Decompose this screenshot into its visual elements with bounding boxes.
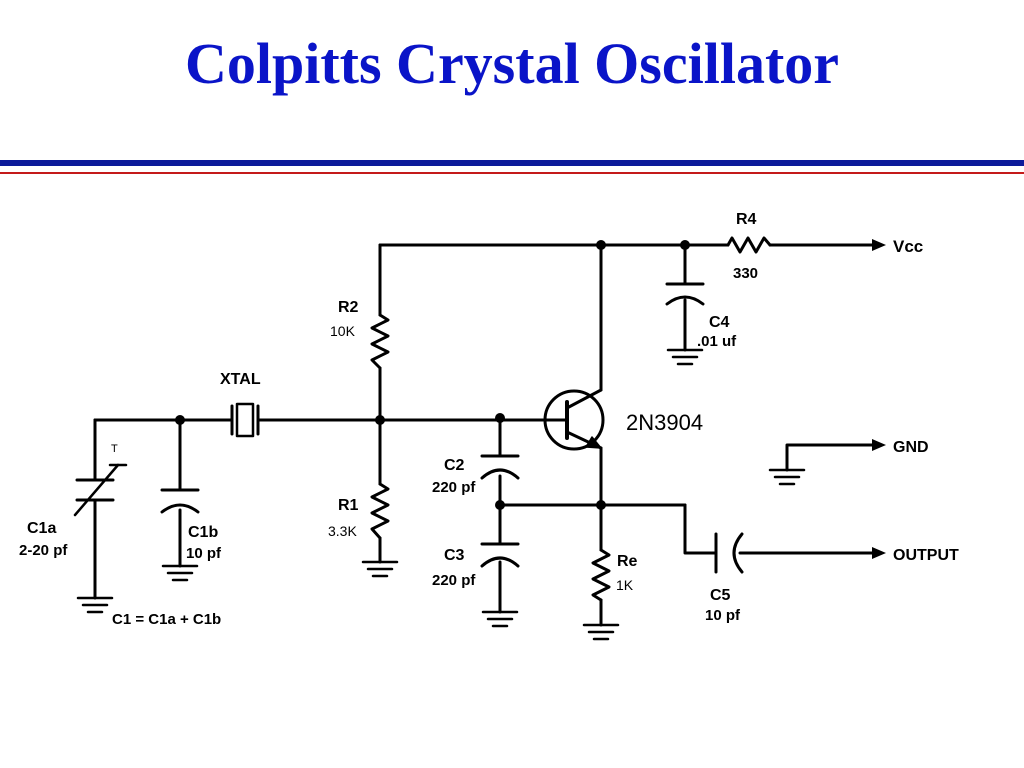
c5-name: C5	[710, 587, 731, 604]
gnd-label: GND	[893, 439, 929, 456]
c2-name: C2	[444, 457, 465, 474]
title-rule-blue	[0, 160, 1024, 166]
c2-capacitor	[480, 454, 520, 480]
r1-resistor	[370, 482, 390, 540]
re-resistor	[591, 548, 611, 602]
c2-value: 220 pf	[432, 479, 476, 496]
xtal-crystal	[226, 402, 260, 438]
ground-re-icon	[582, 623, 620, 641]
q1-transistor-2n3904	[541, 388, 605, 451]
ground-c3-icon	[481, 610, 519, 628]
r4-resistor	[726, 236, 772, 254]
ground-symbols	[76, 348, 806, 641]
c1b-value: 10 pf	[186, 545, 222, 562]
vcc-label: Vcc	[893, 237, 923, 256]
junction-dots	[175, 240, 690, 510]
ground-r1-icon	[361, 560, 399, 578]
output-arrow-icon	[872, 547, 886, 559]
gnd-arrow-icon	[872, 439, 886, 451]
terminal-arrows	[872, 239, 886, 559]
vcc-arrow-icon	[872, 239, 886, 251]
labels: R4 330 Vcc C4 .01 uf R2 10K XTAL 2N3904 …	[19, 211, 959, 628]
r1-name: R1	[338, 497, 359, 514]
c5-value: 10 pf	[705, 607, 741, 624]
c1a-value: 2-20 pf	[19, 542, 68, 559]
c1b-capacitor	[160, 488, 200, 514]
c3-name: C3	[444, 547, 465, 564]
c1b-name: C1b	[188, 524, 218, 541]
c1a-trim-label: T	[111, 443, 118, 455]
title-rule-red	[0, 172, 1024, 174]
c5-capacitor	[714, 532, 744, 574]
c4-name: C4	[709, 314, 730, 331]
emitter-arrow-icon	[585, 436, 602, 449]
xtal-label: XTAL	[220, 371, 261, 388]
r4-value: 330	[733, 265, 758, 282]
re-value: 1K	[616, 577, 634, 593]
r1-value: 3.3K	[328, 523, 357, 539]
output-label: OUTPUT	[893, 547, 959, 564]
c1a-trimmer-capacitor	[73, 463, 128, 517]
c4-value: .01 uf	[697, 333, 737, 350]
c4-capacitor	[665, 282, 705, 306]
r2-value: 10K	[330, 323, 356, 339]
c3-capacitor	[480, 542, 520, 568]
c1a-name: C1a	[27, 520, 56, 537]
r2-resistor	[370, 313, 390, 370]
ground-c4-icon	[666, 348, 704, 366]
r4-name: R4	[736, 211, 757, 228]
c3-value: 220 pf	[432, 572, 476, 589]
ground-c1b-icon	[161, 564, 199, 582]
wires	[93, 243, 874, 627]
transistor-label: 2N3904	[626, 410, 703, 435]
slide-title: Colpitts Crystal Oscillator	[184, 31, 840, 96]
ground-gnd-icon	[768, 468, 806, 486]
re-name: Re	[617, 553, 638, 570]
r2-name: R2	[338, 299, 359, 316]
ground-c1a-icon	[76, 596, 114, 614]
c1-formula: C1 = C1a + C1b	[112, 611, 221, 628]
